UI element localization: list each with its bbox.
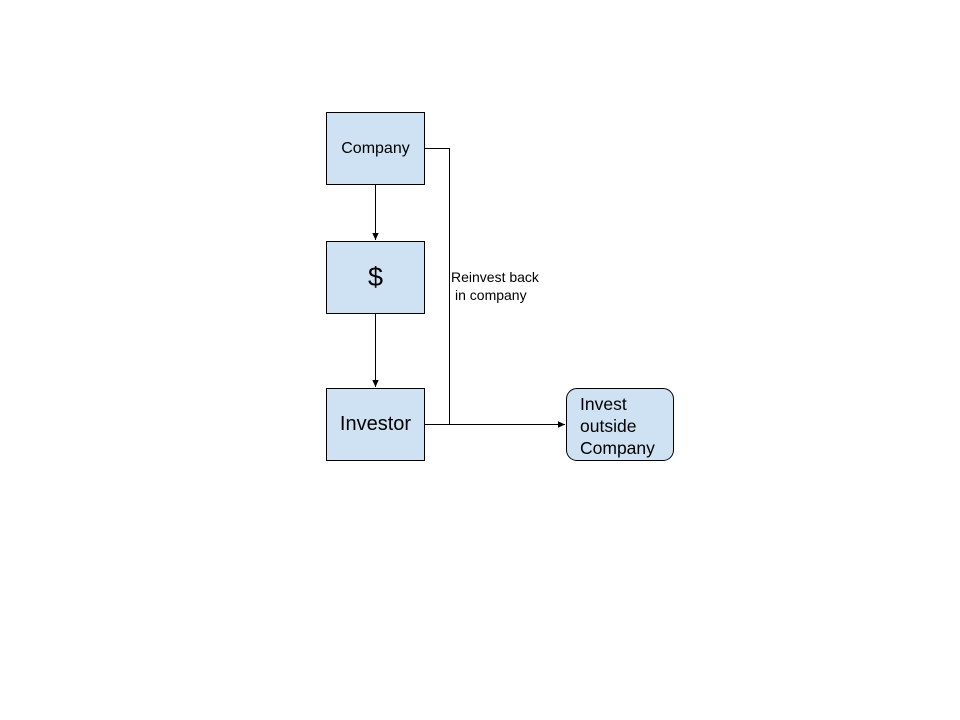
company-node: Company — [326, 112, 425, 185]
outside-label-line-1: Invest — [580, 394, 627, 414]
investor-node: Investor — [326, 388, 425, 461]
company-label: Company — [341, 139, 410, 157]
edge-reinvest-loop — [425, 148, 450, 425]
invest-outside-company-node: Invest outside Company — [566, 388, 674, 461]
dollar-label: $ — [367, 262, 384, 292]
outside-label-line-3: Company — [580, 438, 655, 458]
investor-label: Investor — [339, 413, 412, 435]
dollar-node: $ — [326, 241, 425, 314]
reinvest-label-line-2: in company — [455, 287, 527, 303]
reinvest-label-line-1: Reinvest back — [451, 269, 539, 285]
reinvest-edge-label: Reinvest back in company — [451, 268, 539, 304]
outside-label-line-2: outside — [580, 416, 637, 436]
